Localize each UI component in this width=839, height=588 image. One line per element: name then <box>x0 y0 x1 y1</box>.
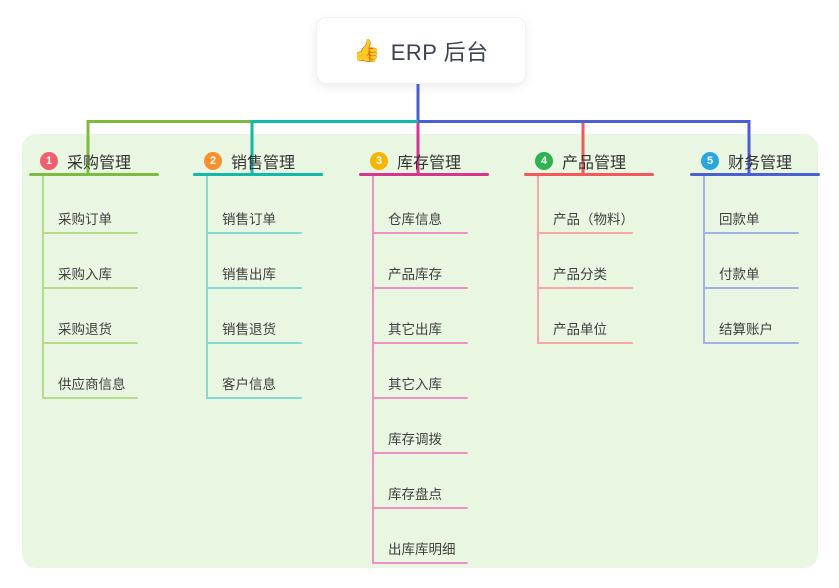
branch-number-badge: 4 <box>535 152 553 170</box>
child-node[interactable]: 付款单 <box>719 267 760 282</box>
child-underline <box>703 287 799 289</box>
branch-label: 销售管理 <box>231 155 296 172</box>
child-node[interactable]: 采购订单 <box>58 212 112 227</box>
child-node[interactable]: 销售出库 <box>222 267 276 282</box>
child-underline <box>372 287 468 289</box>
child-underline <box>703 342 799 344</box>
child-node[interactable]: 采购入库 <box>58 267 112 282</box>
background-panel <box>22 134 818 568</box>
child-underline <box>537 287 633 289</box>
child-underline <box>372 507 468 509</box>
branch-title-5[interactable]: 5 财务管理 <box>701 149 792 173</box>
branch-label: 库存管理 <box>397 155 462 172</box>
root-node[interactable]: 👍 ERP 后台 <box>316 17 526 84</box>
branch-number-badge: 3 <box>370 152 388 170</box>
thumbs-up-icon: 👍 <box>353 37 381 63</box>
child-node[interactable]: 结算账户 <box>719 322 773 337</box>
child-node[interactable]: 销售退货 <box>222 322 276 337</box>
child-node[interactable]: 其它出库 <box>388 322 442 337</box>
branch-label: 采购管理 <box>67 155 132 172</box>
branch-underline <box>690 173 820 176</box>
child-underline <box>206 342 302 344</box>
child-underline <box>537 342 633 344</box>
child-node[interactable]: 产品库存 <box>388 267 442 282</box>
child-underline <box>42 287 138 289</box>
branch-title-3[interactable]: 3 库存管理 <box>370 149 461 173</box>
branch-underline <box>29 173 159 176</box>
branch-label: 财务管理 <box>728 155 793 172</box>
child-underline <box>372 342 468 344</box>
child-node[interactable]: 回款单 <box>719 212 760 227</box>
child-underline <box>42 342 138 344</box>
child-underline <box>42 232 138 234</box>
child-underline <box>372 232 468 234</box>
branch-title-2[interactable]: 2 销售管理 <box>204 149 295 173</box>
child-rail <box>372 176 374 564</box>
child-node[interactable]: 库存盘点 <box>388 487 442 502</box>
branch-underline <box>524 173 654 176</box>
child-underline <box>206 287 302 289</box>
child-node[interactable]: 仓库信息 <box>388 212 442 227</box>
branch-number-badge: 2 <box>204 152 222 170</box>
child-underline <box>537 232 633 234</box>
child-underline <box>372 452 468 454</box>
child-underline <box>42 397 138 399</box>
child-rail <box>537 176 539 344</box>
child-underline <box>372 562 468 564</box>
branch-title-4[interactable]: 4 产品管理 <box>535 149 626 173</box>
child-rail <box>703 176 705 344</box>
child-underline <box>206 397 302 399</box>
child-node[interactable]: 销售订单 <box>222 212 276 227</box>
branch-number-badge: 1 <box>40 152 58 170</box>
child-node[interactable]: 产品（物料） <box>553 212 634 227</box>
branch-underline <box>193 173 323 176</box>
child-node[interactable]: 其它入库 <box>388 377 442 392</box>
child-node[interactable]: 供应商信息 <box>58 377 126 392</box>
root-title: ERP 后台 <box>390 39 489 65</box>
child-node[interactable]: 产品单位 <box>553 322 607 337</box>
child-underline <box>372 397 468 399</box>
child-node[interactable]: 客户信息 <box>222 377 276 392</box>
child-underline <box>703 232 799 234</box>
child-node[interactable]: 库存调拨 <box>388 432 442 447</box>
child-node[interactable]: 采购退货 <box>58 322 112 337</box>
branch-title-1[interactable]: 1 采购管理 <box>40 149 131 173</box>
branch-number-badge: 5 <box>701 152 719 170</box>
child-node[interactable]: 产品分类 <box>553 267 607 282</box>
branch-underline <box>359 173 489 176</box>
child-underline <box>206 232 302 234</box>
child-node[interactable]: 出库库明细 <box>388 542 456 557</box>
branch-label: 产品管理 <box>562 155 627 172</box>
